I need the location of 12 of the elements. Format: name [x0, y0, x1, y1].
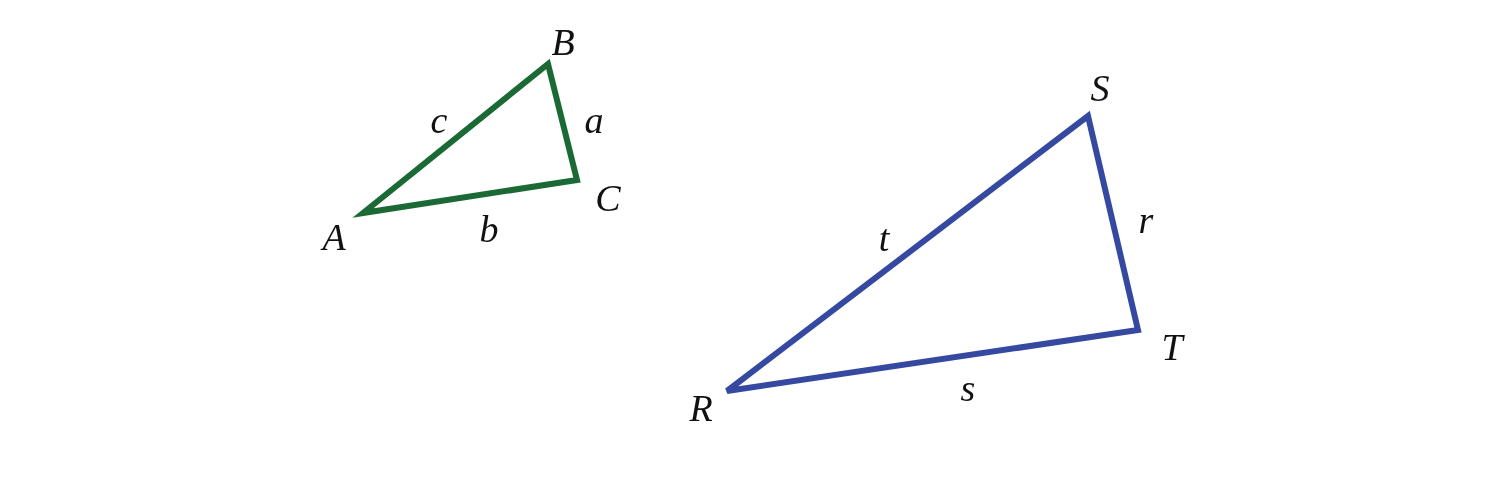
- side-label: t: [878, 219, 890, 257]
- vertex-label: B: [551, 23, 575, 61]
- vertex-label: a: [584, 101, 604, 139]
- vertex-label: S: [1090, 69, 1110, 107]
- vertex-label: A: [322, 218, 346, 256]
- vertex-label: r: [1138, 201, 1154, 239]
- side-label: c: [430, 101, 448, 139]
- side-label: C: [595, 179, 621, 217]
- side-label: b: [479, 210, 499, 248]
- side-label: T: [1161, 328, 1183, 366]
- side-label: s: [960, 369, 976, 407]
- vertex-label: R: [689, 389, 713, 427]
